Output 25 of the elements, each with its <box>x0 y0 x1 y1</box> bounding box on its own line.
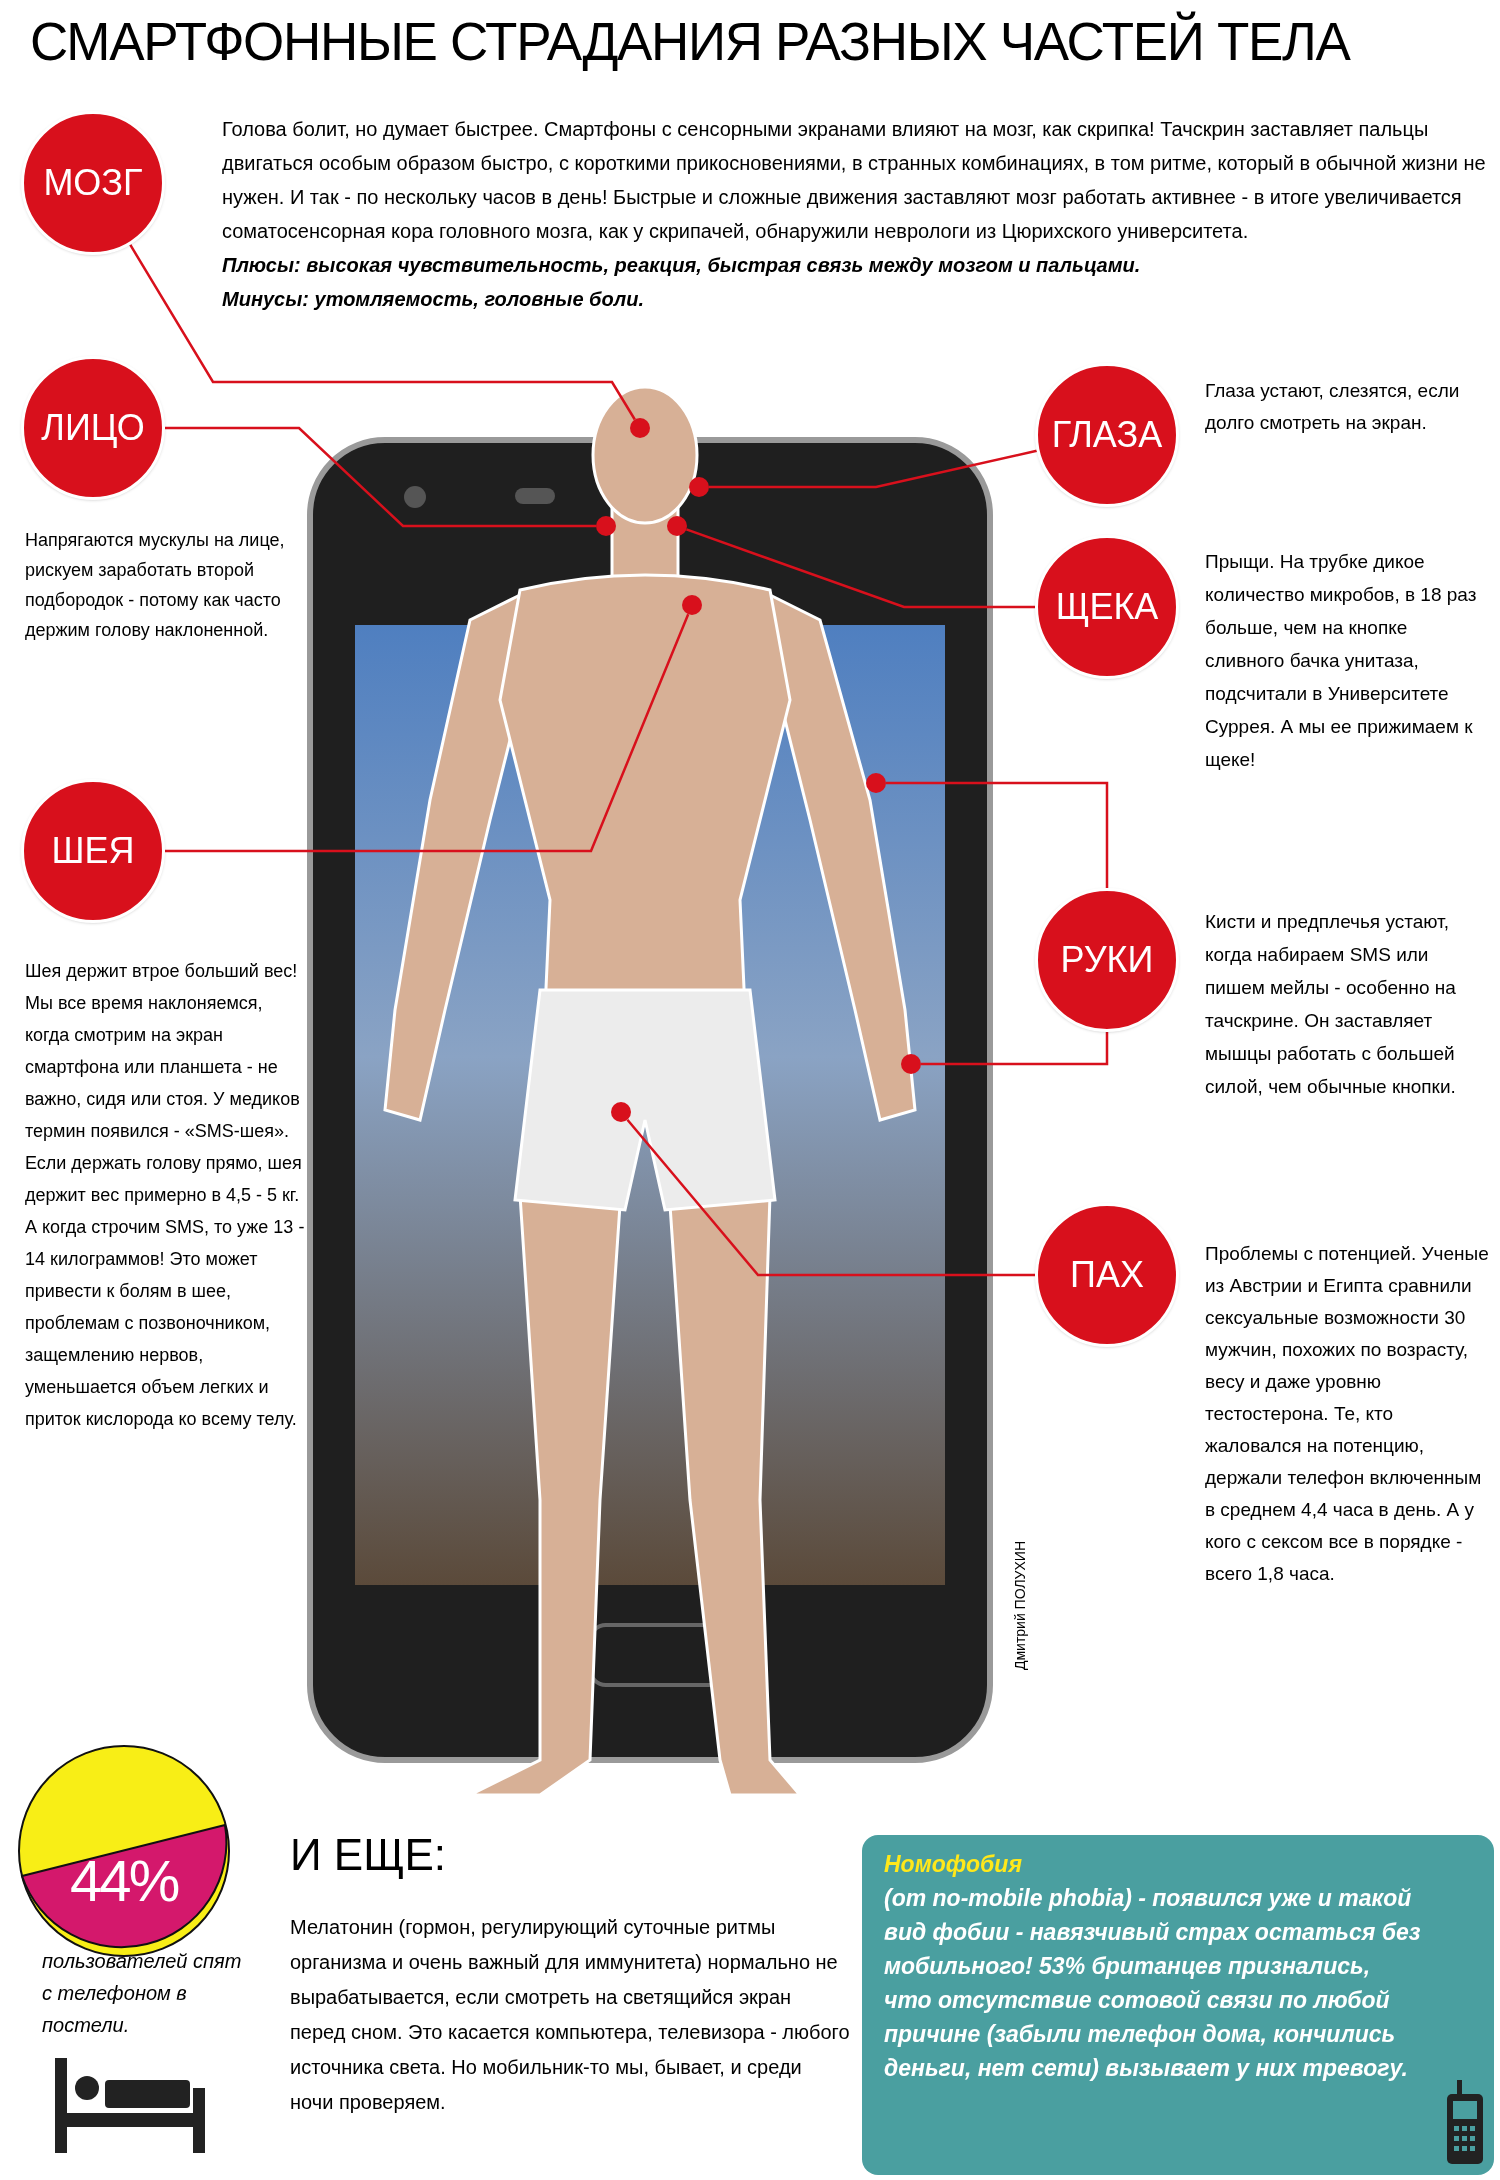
panel-text: (от no-mobile phobia) - появился уже и такой вид фобии - навязчивый страх остаться без мобильного! 53% британцев признались, что отсутствие сотовой связи по любой причине (забыли телефон дома, кончились деньги, нет сети) вызывает у них тревогу. <box>884 1884 1422 2083</box>
leader-line <box>886 781 1109 888</box>
description-text: Кисти и предплечья устают, когда набираем SMS или пишем мейлы - особенно на тачскрине. Он заставляет мышцы работать с большей силой, чем обычные кнопки. <box>1205 910 1457 1099</box>
pie-caption: пользователей спят с телефоном в постели. <box>42 1949 243 2038</box>
paragraph-text: Мелатонин (гормон, регулирующий суточные ритмы организма и очень важный для иммунитета) нормально не вырабатывается, если смотреть на светящийся экран перед сном. Это касается компьютера, телевизора - любого источника света. Но мобильник-то мы, бывает, и среди ночи проверяем. <box>290 1915 850 2115</box>
leader-line <box>165 426 596 528</box>
leader-line <box>921 1032 1109 1066</box>
description-text: Прыщи. На трубке дикое количество микробов, в 18 раз больше, чем на кнопке сливного бачка унитаза, подсчитали в Университете Суррея. А мы ее прижимаем к щеке! <box>1205 550 1478 772</box>
section-heading: И ЕЩЕ: <box>290 1829 447 1881</box>
leader-line <box>165 613 690 853</box>
author-credit: Дмитрий ПОЛУХИН <box>1010 1540 1029 1673</box>
title: СМАРТФОННЫЕ СТРАДАНИЯ РАЗНЫХ ЧАСТЕЙ ТЕЛА <box>30 10 1350 73</box>
description-text: Минусы: утомляемость, головные боли. <box>222 287 645 312</box>
percentage-value: 44% <box>70 1848 178 1914</box>
description-text: Шея держит втрое больший вес! Мы все время наклоняемся, когда смотрим на экран смартфона или планшета - не важно, сидя или стоя. У медиков термин появился - «SMS-шея». Если держать голову прямо, шея держит вес примерно в 4,5 - 5 кг. А когда строчим SMS, то уже 13 - 14 килограммов! Это может привести к болям в шее, проблемам с позвоночником, защемлению нервов, уменьшается объем легких и приток кислорода ко всему телу. <box>25 960 305 1431</box>
description-text: Проблемы с потенцией. Ученые из Австрии и Египта сравнили сексуальные возможности 30 мужчин, похожих по возрасту, весу и даже уровню тестостерона. Те, кто жаловался на потенцию, держали телефон включенным в среднем 4,4 часа в день. А у кого с сексом все в порядке - всего 1,8 часа. <box>1205 1242 1490 1586</box>
leader-line <box>129 244 636 421</box>
description-text: Напрягаются мускулы на лице, рискуем заработать второй подбородок - потому как часто держим голову наклоненной. <box>25 529 286 642</box>
description-text: Глаза устают, слезятся, если долго смотреть на экран. <box>1205 379 1461 435</box>
description-text: Плюсы: высокая чувствительность, реакция, быстрая связь между мозгом и пальцами. <box>222 253 1142 278</box>
info-panel <box>862 1835 1494 2175</box>
leader-line <box>686 528 1035 609</box>
description-text: Голова болит, но думает быстрее. Смартфоны с сенсорными экранами влияют на мозг, как скрипка! Тачскрин заставляет пальцы двигаться особым образом быстро, с короткими прикосновениями, в странных комбинациях, в том ритме, который в обычной жизни не нужен. И так - по нескольку часов в день! Быстрые и сложные движения заставляют мозг работать активнее - в итоге увеличивается соматосенсорная кора головного мозга, как у скрипачей, обнаружили неврологи из Цюрихского университета. <box>222 117 1487 244</box>
leader-line <box>626 1118 1035 1277</box>
panel-heading: Номофобия <box>884 1850 1023 1879</box>
